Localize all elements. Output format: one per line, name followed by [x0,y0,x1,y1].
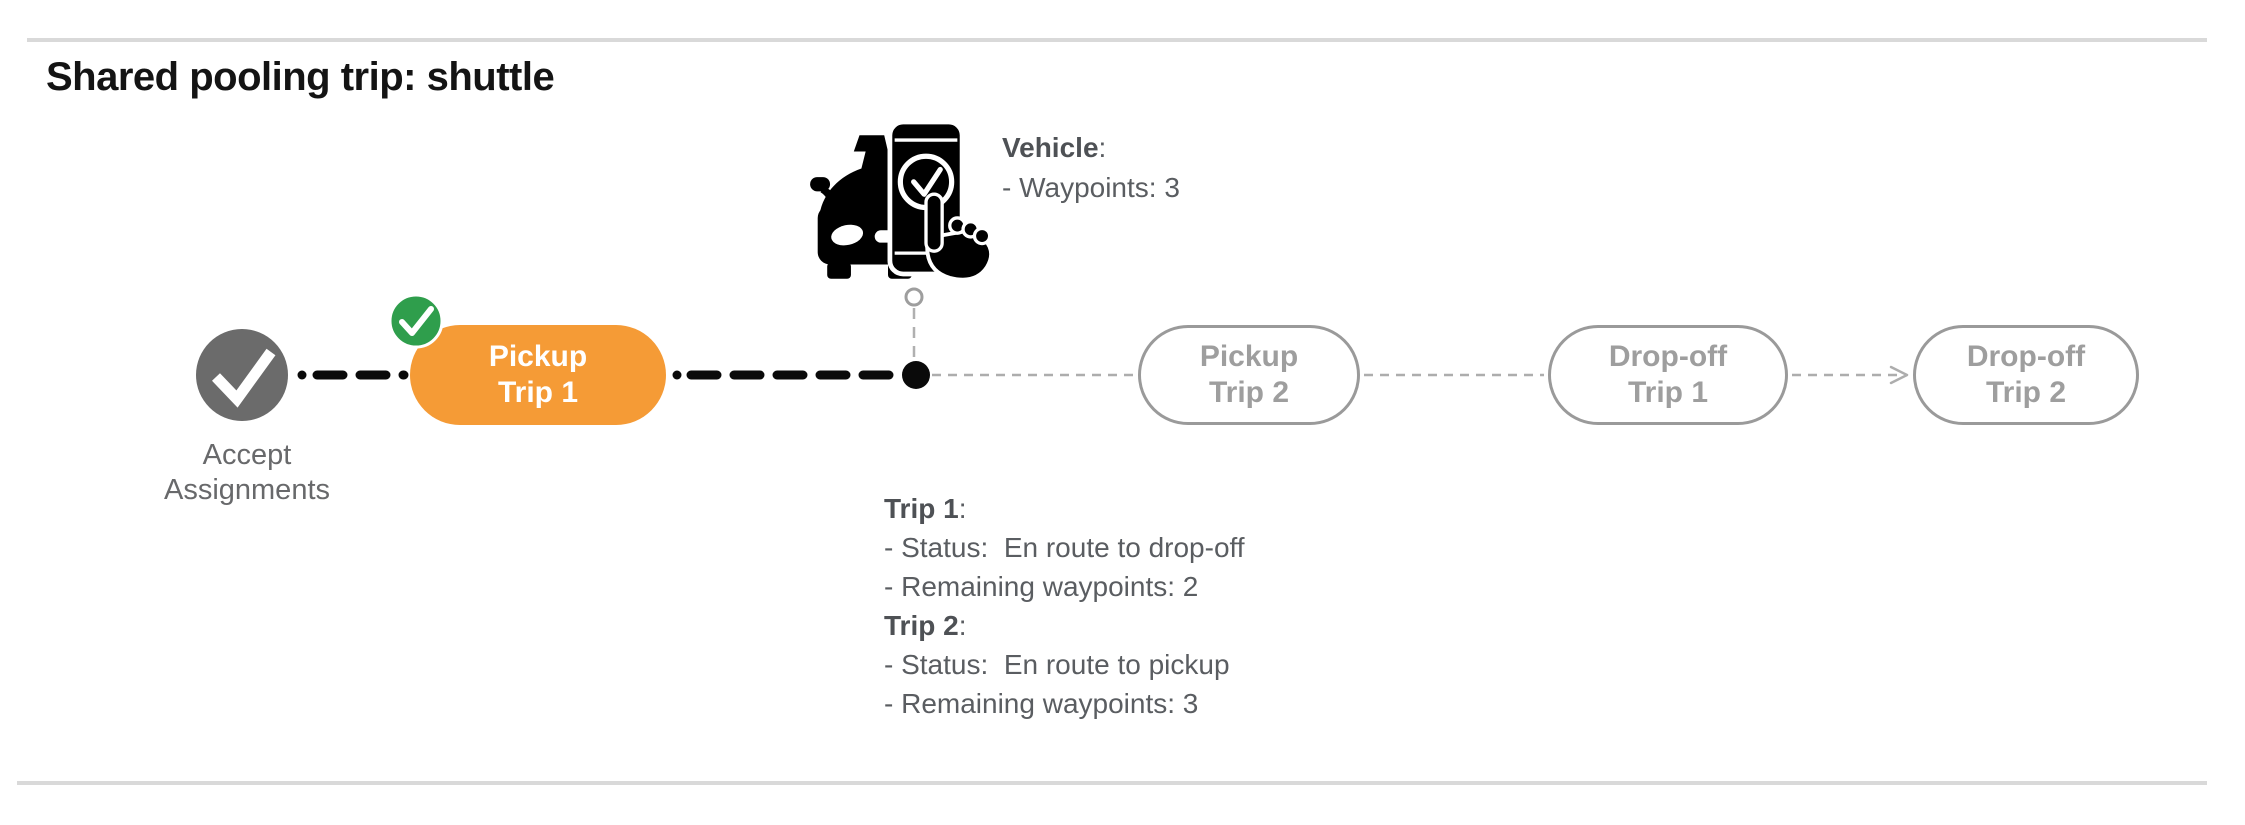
stop-label-line2: Trip 1 [497,376,579,409]
current-position-dot [902,361,930,389]
pointing-hand-icon [924,192,993,282]
stop-label-line1: Drop-off [1966,340,2086,373]
stop-dropoff-trip-1: Drop-off Trip 1 [1548,325,1788,425]
check-icon [212,348,276,408]
stop-label-line2: Trip 2 [1985,376,2067,409]
bottom-divider [17,781,2207,785]
vehicle-info-heading: Vehicle: [1002,132,1107,163]
stop-label-line2: Trip 1 [1627,376,1709,409]
top-divider [27,38,2207,42]
stop-label-line2: Trip 2 [1208,376,1290,409]
start-node [196,329,288,421]
vehicle-waypoints-line: - Waypoints: 3 [1002,172,1180,203]
page-title: Shared pooling trip: shuttle [46,55,555,99]
vehicle-stem-circle [904,287,924,307]
start-node-label: Accept Assignments [117,438,377,508]
check-icon [911,166,943,197]
vehicle-info-panel: Vehicle: - Waypoints: 3 [1002,128,1180,208]
connector-completed-2 [672,370,904,380]
trip2-status: - Status: En route to pickup [884,649,1230,680]
start-label-line2: Assignments [163,474,330,506]
stop-label-line1: Drop-off [1608,340,1728,373]
trip-status-panel: Trip 1: - Status: En route to drop-off -… [884,489,1245,723]
start-label-line1: Accept [202,439,292,471]
trip1-heading: Trip 1: [884,493,967,524]
stop-label-line1: Pickup [488,340,588,373]
stop-dropoff-trip-2: Drop-off Trip 2 [1913,325,2139,425]
trip1-status: - Status: En route to drop-off [884,532,1245,563]
trip2-heading: Trip 2: [884,610,967,641]
connector-completed-1 [297,370,409,380]
stop-pickup-trip-2: Pickup Trip 2 [1138,325,1360,425]
trip1-waypoints: - Remaining waypoints: 2 [884,571,1199,602]
stop-label-line1: Pickup [1199,340,1299,373]
trip2-waypoints: - Remaining waypoints: 3 [884,688,1199,719]
connector-upcoming-arrow [1792,365,1909,385]
stop-pickup-trip-1: Pickup Trip 1 [410,325,666,425]
taxi-phone-check-icon [810,119,993,282]
taxi-car [810,135,912,279]
